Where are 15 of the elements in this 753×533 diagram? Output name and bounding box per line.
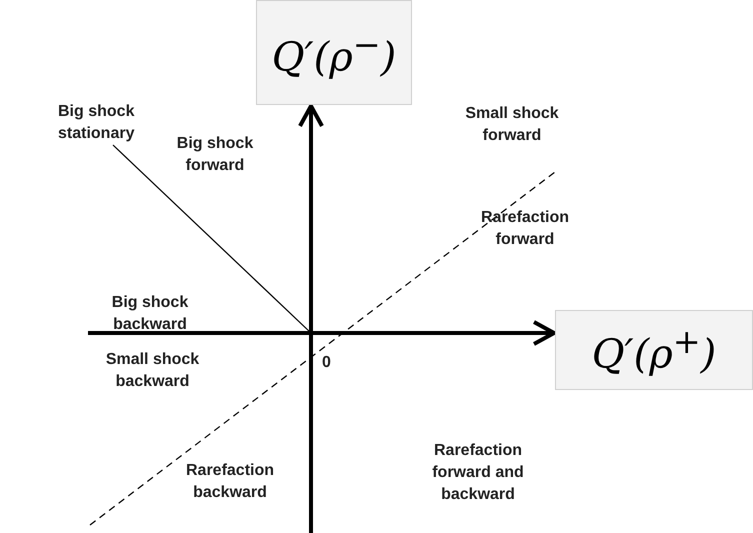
origin-label: 0 xyxy=(322,353,332,373)
region-label: Rarefaction backward xyxy=(184,461,276,503)
axis-label: Q′(ρ$^{−}$) xyxy=(272,24,396,80)
region-label: Big shock forward xyxy=(176,134,254,176)
region-label: Big shock backward xyxy=(110,293,190,335)
region-label: Big shock stationary xyxy=(58,102,136,144)
region-label: Rarefaction forward and backward xyxy=(431,441,525,505)
axis-label: Q′(ρ$^{+}$) xyxy=(592,322,716,378)
axis-arrow xyxy=(88,320,556,346)
region-label: Rarefaction forward xyxy=(480,208,570,250)
region-label: Small shock backward xyxy=(104,350,200,392)
axis-arrow xyxy=(298,104,324,533)
axis-label-box xyxy=(256,0,412,105)
region-label: Small shock forward xyxy=(464,104,560,146)
axis-label-box xyxy=(555,310,753,390)
